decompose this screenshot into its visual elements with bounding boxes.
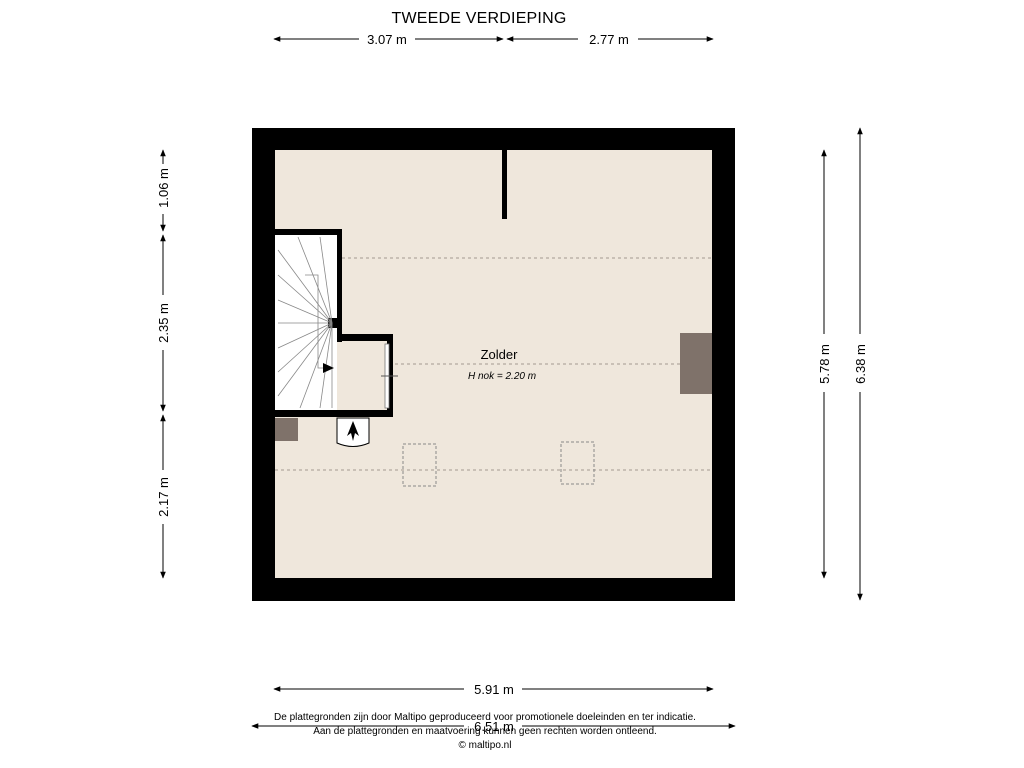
dim-left-2: 2.35 m — [156, 303, 171, 343]
dimension-top: 3.07 m 2.77 m — [273, 32, 714, 47]
skylight-left — [402, 443, 437, 487]
dim-right-inner: 5.78 m — [817, 344, 832, 384]
room-height: H nok = 2.20 m — [468, 371, 536, 382]
dim-top-right: 2.77 m — [589, 32, 629, 47]
copyright: © maltipo.nl — [458, 740, 512, 751]
dimension-left: 1.06 m 2.35 m 2.17 m — [156, 149, 171, 579]
room-name: Zolder — [481, 347, 519, 362]
heater-icon — [336, 417, 370, 447]
chimney-left — [275, 418, 298, 441]
dimension-right: 5.78 m 6.38 m — [817, 127, 868, 601]
dim-bottom-outer: 6.51 m — [474, 719, 514, 734]
disclaimer: De plattegronden zijn door Maltipo gepro… — [0, 711, 970, 753]
staircase — [275, 229, 398, 417]
dim-top-left: 3.07 m — [367, 32, 407, 47]
chimney-right — [680, 333, 712, 394]
disclaimer-line-1: De plattegronden zijn door Maltipo gepro… — [274, 712, 696, 723]
dim-bottom-inner: 5.91 m — [474, 682, 514, 697]
dim-left-3: 2.17 m — [156, 477, 171, 517]
partition-wall — [502, 150, 507, 219]
disclaimer-line-2: Aan de plattegronden en maatvoering kunn… — [313, 726, 657, 737]
dimension-bottom: 5.91 m 6.51 m — [251, 682, 736, 734]
floor-title: TWEEDE VERDIEPING — [391, 10, 567, 27]
dim-right-outer: 6.38 m — [853, 344, 868, 384]
skylight-right — [560, 441, 595, 485]
dim-left-1: 1.06 m — [156, 168, 171, 208]
